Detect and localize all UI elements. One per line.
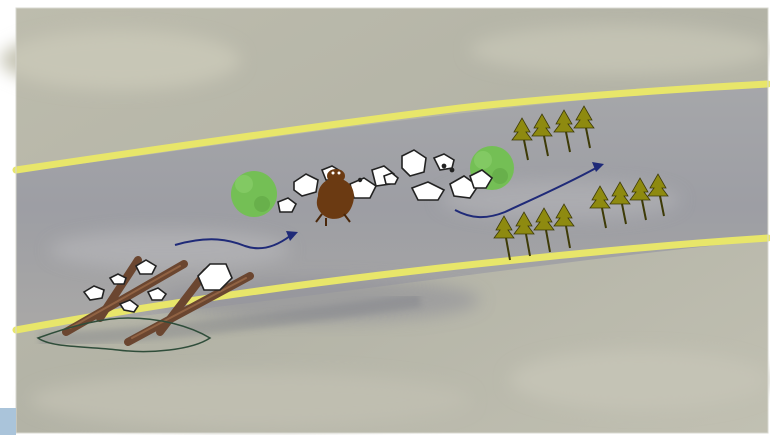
- shrub-left-icon: [231, 171, 277, 217]
- corner-tab: [0, 408, 16, 435]
